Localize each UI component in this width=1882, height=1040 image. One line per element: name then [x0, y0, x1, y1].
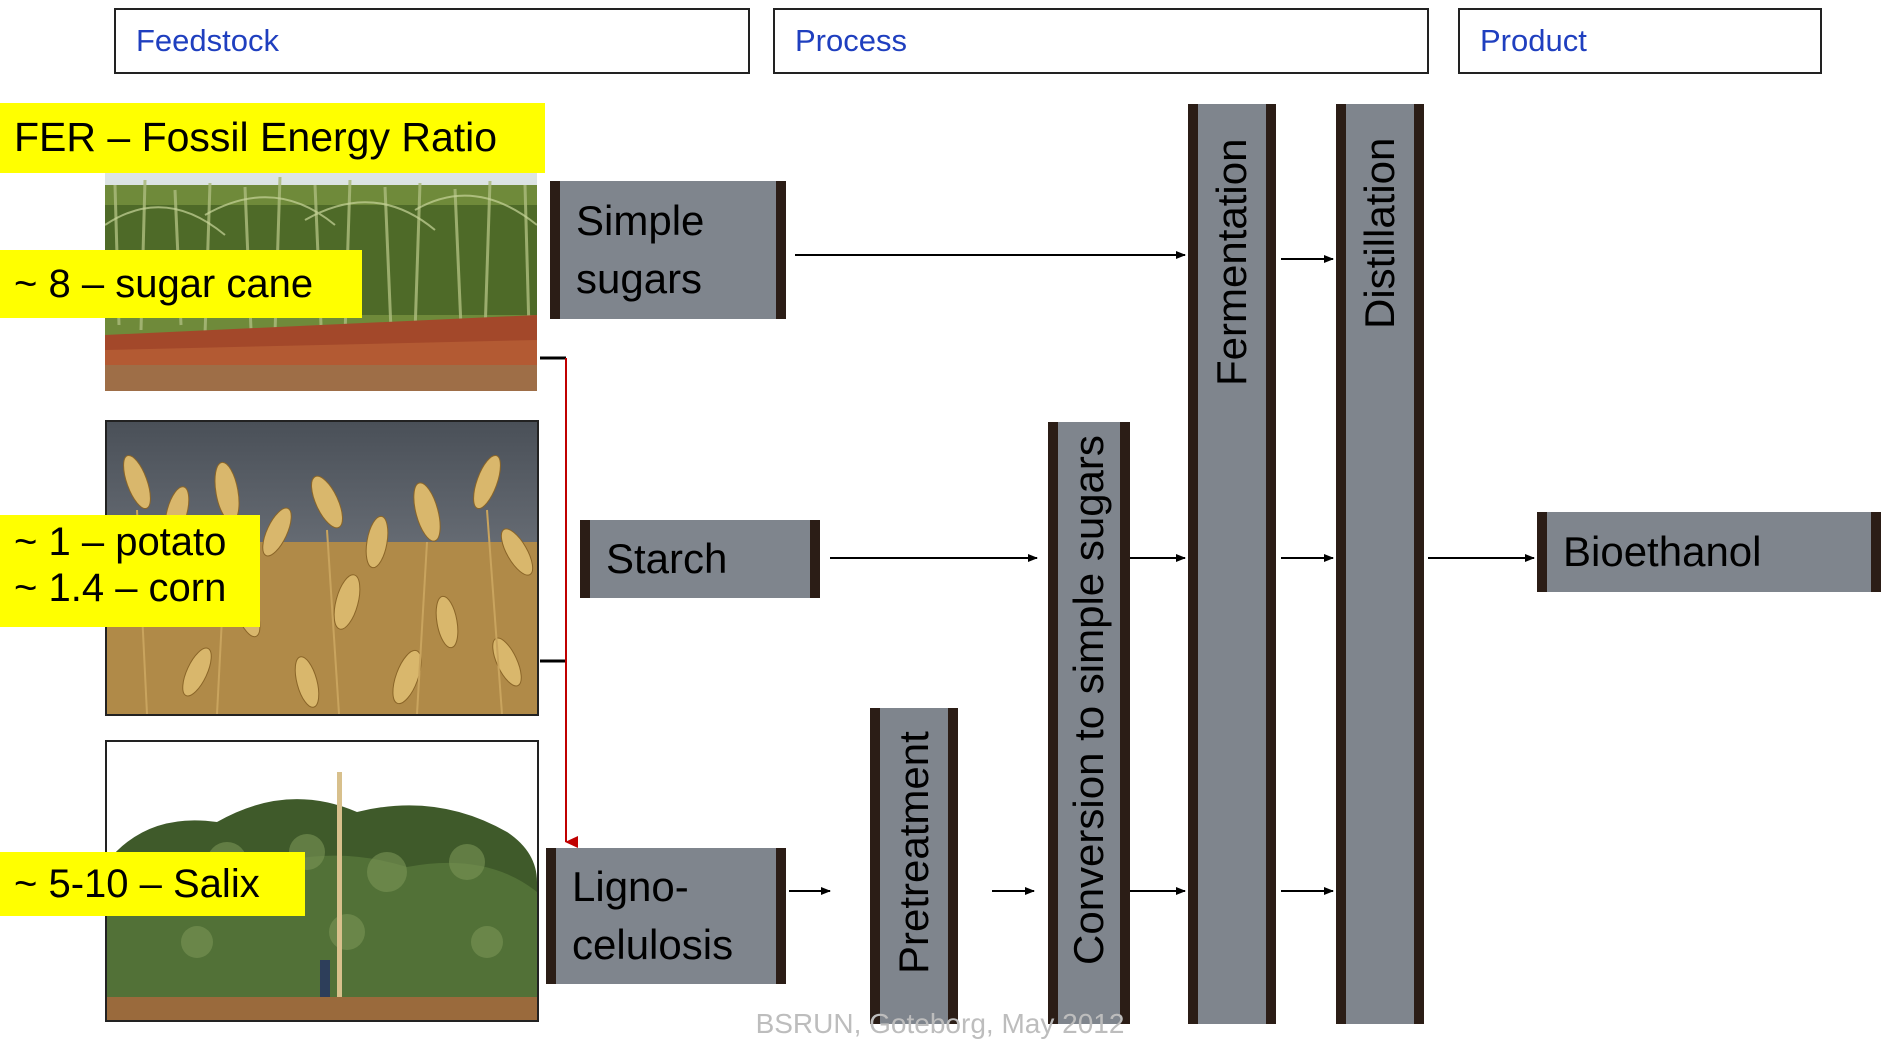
process-header-label: Process: [795, 23, 907, 58]
product-header-label: Product: [1480, 23, 1587, 58]
fer-salix-label: ~ 5-10 – Salix: [0, 852, 305, 916]
starch-label: Starch: [606, 535, 728, 583]
distillation-bar: Distillation: [1336, 104, 1424, 1024]
simple-sugars-line2: sugars: [576, 255, 703, 302]
feedstock-header-label: Feedstock: [136, 23, 280, 58]
lignocellulosis-line2: celulosis: [572, 921, 734, 968]
lignocellulosis-line1: Ligno-: [572, 863, 689, 911]
footer-text: BSRUN, Goteborg, May 2012: [755, 1008, 1125, 1039]
pretreatment-bar: Pretreatment: [870, 708, 958, 1024]
product-header: Product: [1458, 8, 1822, 74]
feedstock-header: Feedstock: [114, 8, 750, 74]
process-header: Process: [773, 8, 1429, 74]
fer-corn-label: ~ 1.4 – corn: [14, 566, 227, 610]
simple-sugars-box: Simple sugars: [550, 181, 786, 319]
fermentation-bar: Fermentation: [1188, 104, 1276, 1024]
bioethanol-box: Bioethanol: [1537, 512, 1881, 592]
fer-potato-label: ~ 1 – potato: [14, 520, 227, 564]
fer-title-label: FER – Fossil Energy Ratio: [0, 103, 545, 173]
simple-sugars-line1: Simple: [576, 197, 705, 245]
starch-box: Starch: [580, 520, 820, 598]
fer-potato-corn-label: ~ 1 – potato ~ 1.4 – corn: [0, 515, 260, 627]
fer-sugarcane-label: ~ 8 – sugar cane: [0, 250, 362, 318]
conversion-bar: Conversion to simple sugars: [1048, 422, 1130, 1024]
bioethanol-label: Bioethanol: [1563, 528, 1762, 576]
lignocellulosis-box: Ligno- celulosis: [546, 848, 786, 984]
